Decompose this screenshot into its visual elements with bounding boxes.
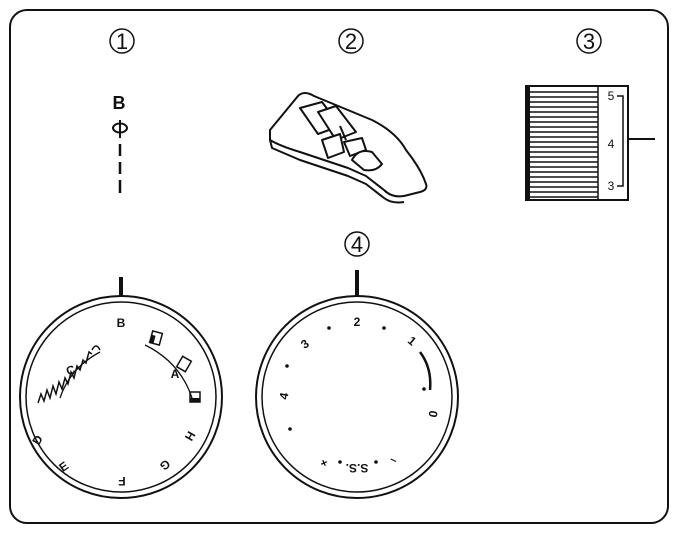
buttonhole-step-2-icon	[175, 355, 193, 373]
dial-label-b: B	[117, 316, 126, 330]
length-label-4: 4	[277, 391, 292, 400]
stitch-letter: B	[113, 93, 126, 113]
diagram-frame	[9, 9, 669, 524]
dial-label-f: F	[118, 474, 125, 488]
panel-number-3: 3	[576, 28, 602, 54]
panel-number-3-text: 3	[583, 29, 595, 54]
panel-number-2: 2	[338, 28, 364, 54]
stitch-symbol: B	[112, 93, 128, 193]
length-label-0: 0	[425, 409, 440, 418]
panel-number-4: 4	[344, 231, 370, 257]
pattern-dial[interactable]: B A C D E F G H	[19, 277, 223, 499]
scale-grid	[530, 91, 598, 198]
panel-number-1: 1	[109, 28, 135, 54]
length-range-arc	[418, 351, 432, 391]
dial-tick-dots	[285, 326, 426, 464]
length-label-2: 2	[354, 315, 361, 329]
zigzag-icon	[37, 350, 93, 404]
panel-number-4-text: 4	[351, 232, 363, 257]
width-scale: 5 4 3	[525, 85, 655, 201]
panel-number-1-text: 1	[116, 29, 128, 54]
scale-label-bottom: 3	[608, 179, 615, 193]
dial-label-a: A	[171, 367, 180, 381]
stitch-length-dial[interactable]: 2 3 4 1 0 S.S. + –	[255, 270, 459, 499]
panel-number-2-text: 2	[345, 29, 357, 54]
scale-label-top: 5	[608, 89, 615, 103]
length-label-ss: S.S.	[346, 461, 369, 475]
range-arc-c	[59, 351, 101, 399]
scale-bracket	[617, 95, 624, 187]
scale-label-mid: 4	[608, 137, 615, 151]
presser-foot-icon	[269, 92, 428, 204]
